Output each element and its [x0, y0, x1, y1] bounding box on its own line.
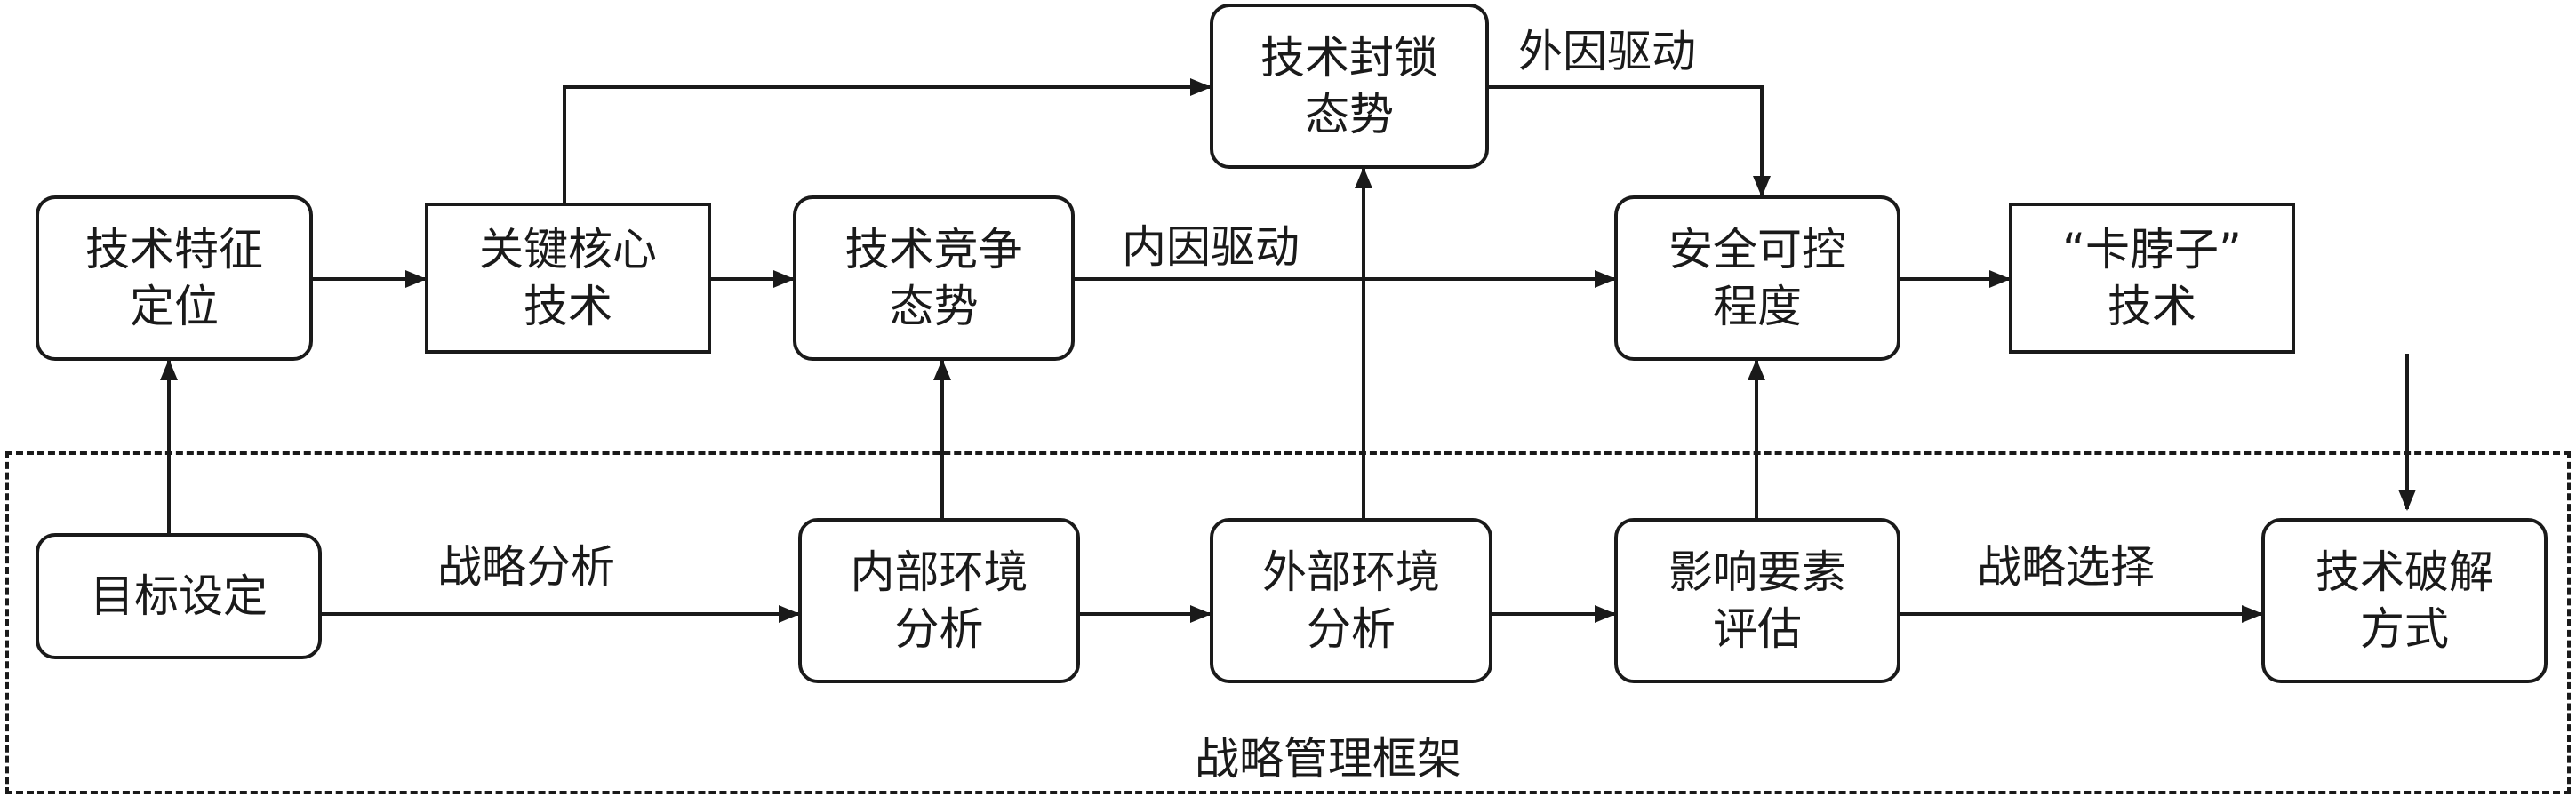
frame-title: 战略管理框架 — [1195, 733, 1461, 785]
node-line: 技术 — [524, 281, 612, 332]
node-tech-blockade-situation: 技术封锁 态势 — [1210, 4, 1489, 169]
node-line: 技术破解 — [2316, 546, 2493, 598]
node-line: “卡脖子” — [2062, 224, 2242, 275]
node-internal-environment-analysis: 内部环境 分析 — [798, 518, 1080, 683]
node-line: 影响要素 — [1668, 546, 1846, 598]
strategic-management-frame — [5, 451, 2571, 794]
node-influence-factor-evaluation: 影响要素 评估 — [1614, 518, 1900, 683]
edge-label-strategic-choice: 战略选择 — [1977, 541, 2155, 593]
node-tech-cracking-method: 技术破解 方式 — [2261, 518, 2548, 683]
node-tech-feature-positioning: 技术特征 定位 — [36, 195, 313, 361]
node-external-environment-analysis: 外部环境 分析 — [1210, 518, 1492, 683]
node-line: 技术 — [2108, 281, 2196, 332]
edge-label-external-drive: 外因驱动 — [1518, 26, 1696, 77]
node-line: 内部环境 — [850, 546, 1028, 598]
node-line: 技术封锁 — [1260, 32, 1438, 84]
node-line: 分析 — [894, 603, 984, 655]
node-key-core-technology: 关键核心 技术 — [425, 203, 711, 354]
node-line: 分析 — [1307, 603, 1396, 655]
node-line: 技术特征 — [85, 224, 263, 275]
node-line: 定位 — [130, 281, 219, 332]
node-tech-competition-situation: 技术竞争 态势 — [793, 195, 1075, 361]
node-line: 程度 — [1713, 281, 1802, 332]
node-line: 外部环境 — [1262, 546, 1440, 598]
node-line: 目标设定 — [90, 570, 268, 622]
arrow-keycore-to-blockade — [563, 78, 1212, 203]
node-line: 评估 — [1713, 603, 1802, 655]
node-goal-setting: 目标设定 — [36, 533, 322, 659]
edge-label-strategic-analysis: 战略分析 — [437, 541, 615, 593]
node-line: 技术竞争 — [844, 224, 1023, 275]
node-line: 态势 — [1305, 89, 1394, 140]
node-security-controllability: 安全可控 程度 — [1614, 195, 1900, 361]
node-choke-point-technology: “卡脖子” 技术 — [2009, 203, 2295, 354]
node-line: 安全可控 — [1668, 224, 1846, 275]
edge-label-internal-drive: 内因驱动 — [1122, 221, 1300, 273]
node-line: 态势 — [889, 281, 979, 332]
node-line: 方式 — [2360, 603, 2449, 655]
arrow-blockade-to-security — [1489, 85, 1771, 197]
node-line: 关键核心 — [479, 224, 657, 275]
